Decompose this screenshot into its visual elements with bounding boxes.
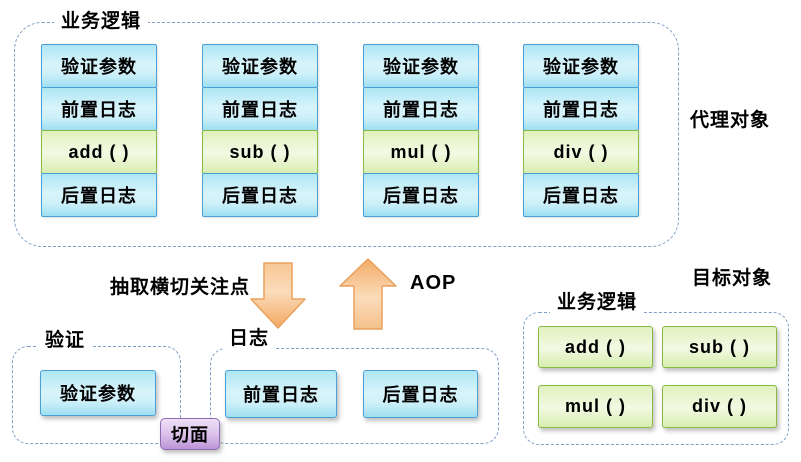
target-method-mul: mul ( ): [538, 385, 653, 428]
pre-log-box: 前置日志: [225, 370, 337, 418]
aop-label: AOP: [410, 272, 457, 294]
down-arrow-icon: [250, 262, 306, 329]
cell-method-add: add ( ): [41, 130, 157, 174]
cell-pre-log: 前置日志: [363, 87, 479, 131]
proxy-column-mul: 验证参数 前置日志 mul ( ) 后置日志: [363, 44, 479, 217]
cell-post-log: 后置日志: [202, 173, 318, 217]
validation-group-label: 验证: [38, 330, 93, 351]
proxy-side-label: 代理对象: [690, 110, 771, 131]
cell-pre-log: 前置日志: [202, 87, 318, 131]
cell-validate-params: 验证参数: [202, 44, 318, 88]
proxy-group-label: 业务逻辑: [54, 11, 149, 32]
cell-method-mul: mul ( ): [363, 130, 479, 174]
target-method-div: div ( ): [662, 385, 777, 428]
target-method-add: add ( ): [538, 326, 653, 368]
proxy-column-sub: 验证参数 前置日志 sub ( ) 后置日志: [202, 44, 318, 217]
proxy-column-div: 验证参数 前置日志 div ( ) 后置日志: [523, 44, 639, 217]
cell-validate-params: 验证参数: [523, 44, 639, 88]
proxy-group-container: [14, 22, 679, 247]
cell-pre-log: 前置日志: [523, 87, 639, 131]
cell-validate-params: 验证参数: [41, 44, 157, 88]
cell-post-log: 后置日志: [523, 173, 639, 217]
cell-method-div: div ( ): [523, 130, 639, 174]
log-group-container: [210, 348, 499, 444]
cell-method-sub: sub ( ): [202, 130, 318, 174]
validation-params-box: 验证参数: [40, 370, 156, 416]
target-group-container: [523, 312, 789, 445]
cell-post-log: 后置日志: [363, 173, 479, 217]
cell-post-log: 后置日志: [41, 173, 157, 217]
up-arrow-icon: [339, 258, 397, 330]
cell-validate-params: 验证参数: [363, 44, 479, 88]
aspect-box: 切面: [160, 418, 220, 450]
cell-pre-log: 前置日志: [41, 87, 157, 131]
log-group-label: 日志: [222, 328, 277, 349]
extract-concerns-label: 抽取横切关注点: [110, 277, 251, 298]
proxy-column-add: 验证参数 前置日志 add ( ) 后置日志: [41, 44, 157, 217]
target-method-sub: sub ( ): [662, 326, 777, 368]
validation-group-container: [12, 346, 181, 444]
target-side-label: 目标对象: [692, 268, 773, 289]
post-log-box: 后置日志: [363, 370, 478, 418]
target-group-label: 业务逻辑: [550, 292, 645, 313]
